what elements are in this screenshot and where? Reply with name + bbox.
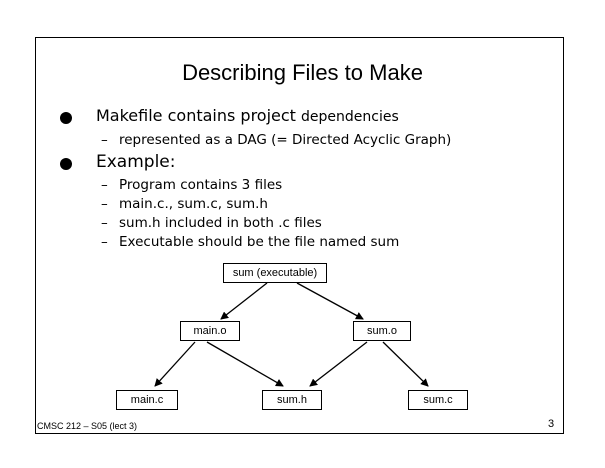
footer-course: CMSC 212 – S05 (lect 3) [37,421,138,431]
sub-bullet-2-3: sum.h included in both .c files [119,215,322,231]
dash-2-1: – [101,177,108,193]
sub-bullet-2-4: Executable should be the file named sum [119,234,400,250]
node-sum-o: sum.o [353,321,411,341]
bullet-2: Example: [96,152,176,172]
slide-title: Describing Files to Make [182,60,423,85]
bullet-1-main: Makefile contains project [96,106,296,125]
bullet-1-tail: dependencies [301,109,399,125]
edge-sum-o-to-sum-h [309,341,368,387]
dash-2-3: – [101,215,108,231]
sub-bullet-2-2: main.c., sum.c, sum.h [119,196,268,212]
dash-1-1: – [101,132,108,148]
node-sum-h: sum.h [262,390,322,410]
dash-2-2: – [101,196,108,212]
edge-main-o-to-sum-h [206,341,284,387]
node-main-o: main.o [180,321,240,341]
page-number: 3 [548,418,555,430]
bullet-dot-2 [60,158,72,170]
bullet-dot-1 [60,112,72,124]
node-sum-executable: sum (executable) [223,263,327,283]
sub-bullet-1-1: represented as a DAG (= Directed Acyclic… [119,132,452,148]
edge-main-o-to-main-c [154,341,196,387]
edge-sum-o-to-sum-c [382,341,429,387]
dash-2-4: – [101,234,108,250]
node-main-c: main.c [116,390,178,410]
edge-exec-to-sum-o [296,282,364,320]
slide-frame [35,37,564,434]
node-sum-c: sum.c [408,390,468,410]
edge-exec-to-main-o [220,282,268,320]
sub-bullet-2-1: Program contains 3 files [119,177,283,193]
bullet-1: Makefile contains project dependencies [96,106,399,125]
